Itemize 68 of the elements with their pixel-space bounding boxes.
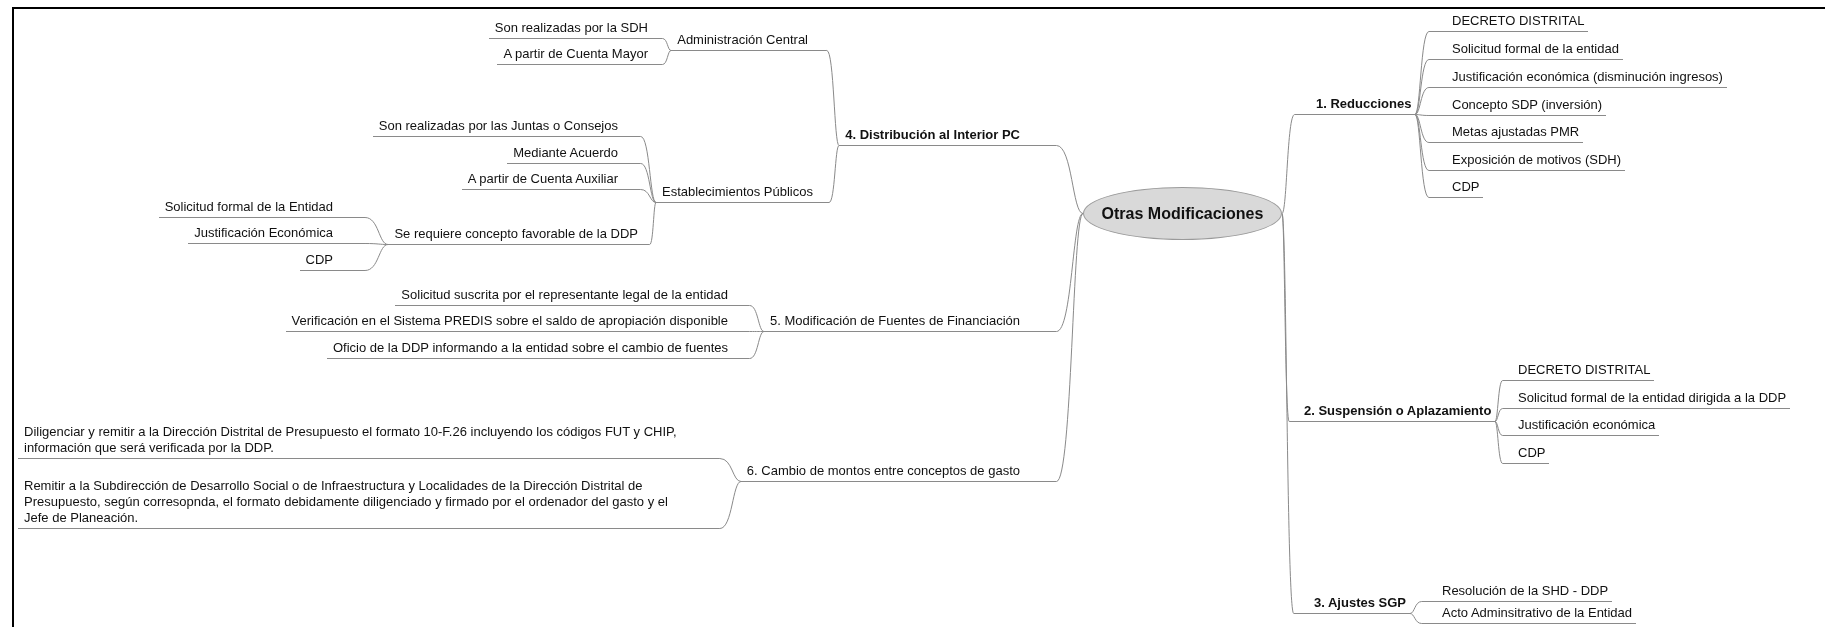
- subtopic: Establecimientos Públicos: [655, 184, 817, 203]
- branch-topic: 2. Suspensión o Aplazamiento: [1298, 403, 1496, 422]
- branch-line: [693, 458, 742, 482]
- branch-line: [651, 38, 672, 51]
- branch-line: [1023, 213, 1084, 332]
- subtopic: Verificación en el Sistema PREDIS sobre el saldo de apropiación disponible: [285, 313, 732, 332]
- subtopic: Solicitud formal de la Entidad: [158, 199, 337, 218]
- branch-line: [1281, 114, 1311, 214]
- subtopic: Solicitud suscrita por el representante legal de la entidad: [395, 287, 732, 306]
- branch-line: [336, 243, 389, 245]
- branch-line: [621, 136, 657, 203]
- subtopic: Metas ajustadas PMR: [1446, 124, 1584, 143]
- subtopic: Diligenciar y remitir a la Dirección Distrital de Presupuesto el formato 10-F.26 incluyendo los códigos FUT y CHIP, información que será verificada por la DDP.: [18, 424, 694, 459]
- branch-topic: 1. Reducciones: [1310, 96, 1416, 115]
- branch-line: [811, 50, 840, 146]
- subtopic: Concepto SDP (inversión): [1446, 97, 1607, 116]
- branch-line: [1494, 380, 1513, 422]
- branch-line: [1494, 421, 1513, 464]
- branch-line: [816, 145, 840, 203]
- branch-line: [1414, 114, 1447, 198]
- branch-line: [336, 244, 389, 271]
- branch-line: [621, 163, 657, 203]
- subtopic: DECRETO DISTRITAL: [1446, 13, 1589, 32]
- subtopic: Administración Central: [671, 32, 812, 51]
- subtopic: CDP: [1512, 445, 1550, 464]
- subtopic: 5. Modificación de Fuentes de Financiación: [763, 313, 1024, 332]
- branch-line: [1281, 213, 1309, 614]
- subtopic: Son realizadas por la SDH: [488, 20, 652, 39]
- branch-line: [693, 481, 742, 529]
- branch-line: [1414, 59, 1447, 115]
- subtopic: A partir de Cuenta Auxiliar: [461, 171, 622, 190]
- subtopic: Acto Adminsitrativo de la Entidad: [1436, 605, 1637, 624]
- branch-line: [1494, 408, 1513, 422]
- subtopic: Justificación económica: [1512, 417, 1660, 436]
- branch-line: [731, 331, 765, 332]
- branch-line: [731, 305, 765, 332]
- subtopic: Solicitud formal de la entidad dirigida a la DDP: [1512, 390, 1791, 409]
- subtopic: Remitir a la Subdirección de Desarrollo Social o de Infraestructura y Localidades de la Dirección Distrital de Presupuesto, según corresopnda, el formato debidamente diligenciado y firmado por el ordenador del gasto y el Jefe de Planeación.: [18, 478, 694, 529]
- branch-topic: 4. Distribución al Interior PC: [839, 127, 1024, 146]
- branch-line: [1414, 114, 1447, 116]
- branch-line: [1409, 613, 1437, 624]
- branch-line: [731, 331, 765, 359]
- subtopic: Resolución de la SHD - DDP: [1436, 583, 1613, 602]
- subtopic: Exposición de motivos (SDH): [1446, 152, 1626, 171]
- branch-line: [1414, 114, 1447, 171]
- subtopic: A partir de Cuenta Mayor: [497, 46, 652, 65]
- branch-line: [336, 217, 389, 245]
- subtopic: CDP: [299, 252, 337, 271]
- subtopic: Justificación económica (disminución ingresos): [1446, 69, 1727, 88]
- subtopic: 6. Cambio de montos entre conceptos de gasto: [740, 463, 1024, 482]
- subtopic: Mediante Acuerdo: [507, 145, 622, 164]
- subtopic: Solicitud formal de la entidad: [1446, 41, 1623, 60]
- subtopic: Oficio de la DDP informando a la entidad sobre el cambio de fuentes: [326, 340, 732, 359]
- branch-line: [1414, 87, 1447, 115]
- central-topic-ellipse: Otras Modificaciones: [1083, 187, 1282, 240]
- branch-line: [1023, 213, 1084, 482]
- branch-line: [1023, 145, 1084, 214]
- branch-line: [651, 50, 672, 65]
- branch-line: [1494, 421, 1513, 436]
- subtopic: Son realizadas por las Juntas o Consejos: [372, 118, 622, 137]
- branch-topic: 3. Ajustes SGP: [1308, 595, 1410, 614]
- branch-line: [621, 189, 657, 203]
- branch-line: [1414, 114, 1447, 143]
- subtopic: DECRETO DISTRITAL: [1512, 362, 1655, 381]
- subtopic: CDP: [1446, 179, 1484, 198]
- branch-line: [1409, 601, 1437, 614]
- subtopic: Se requiere concepto favorable de la DDP: [388, 226, 642, 245]
- subtopic: Justificación Económica: [188, 225, 337, 244]
